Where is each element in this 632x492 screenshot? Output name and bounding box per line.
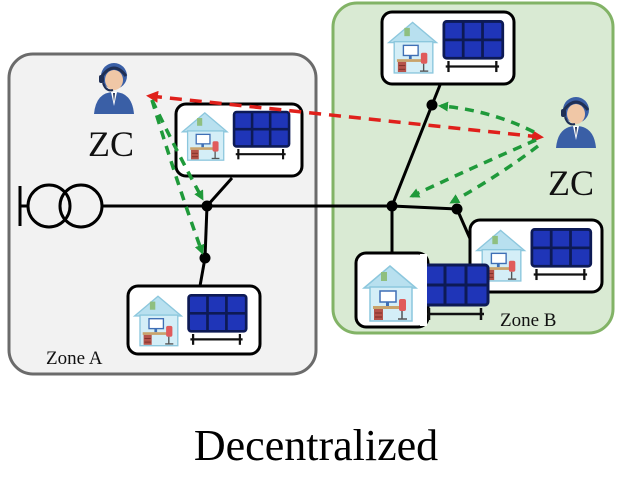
zone-controller-b: ZC [548, 95, 598, 203]
diagram-caption: Decentralized [193, 421, 439, 470]
prosumer-unit [354, 251, 490, 329]
junction-node [386, 200, 398, 212]
junction-node [199, 252, 211, 264]
intra-zone-links-a [150, 99, 205, 255]
zone-controller-b-label: ZC [548, 163, 594, 203]
zone-controller-a: ZC [88, 61, 136, 164]
prosumer-unit [174, 102, 304, 178]
junction-node [451, 203, 463, 215]
intra-zone-links-b [409, 101, 540, 204]
prosumer-unit [380, 10, 516, 86]
zone-controller-a-label: ZC [88, 124, 134, 164]
inter-zone-link [146, 90, 544, 143]
junction-node [426, 99, 438, 111]
zone-a-label: Zone A [46, 348, 103, 369]
prosumer-unit [126, 284, 262, 356]
prosumer-unit [468, 218, 604, 294]
junction-node [201, 200, 213, 212]
zone-b-label: Zone B [500, 310, 556, 331]
